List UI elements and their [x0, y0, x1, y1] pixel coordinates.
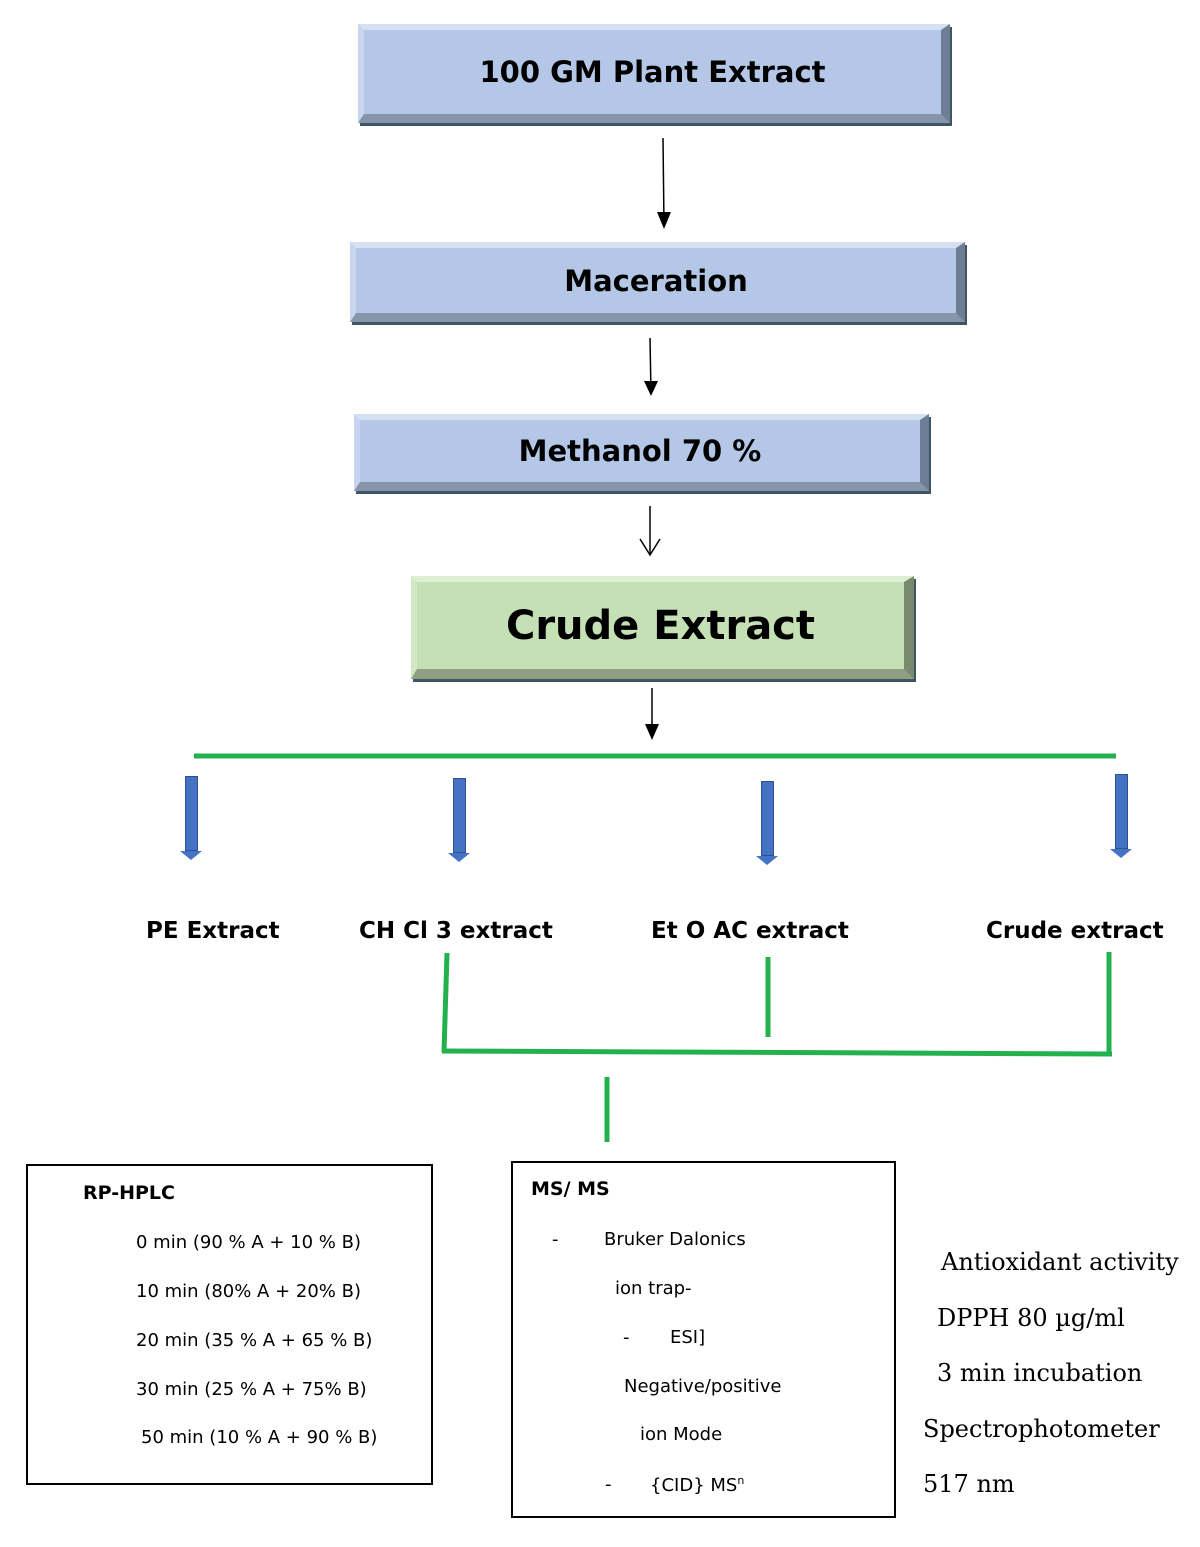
arrow-2-head [644, 381, 658, 396]
maceration-label: Maceration [564, 263, 748, 298]
branch-etoac-extract: Et O AC extract [651, 918, 849, 944]
plant-extract-box: 100 GM Plant Extract [358, 24, 950, 123]
msms-ion-mode: ion Mode [640, 1424, 723, 1445]
green-join-left [441, 952, 450, 1053]
antioxidant-line-1: DPPH 80 µg/ml [937, 1304, 1125, 1332]
msms-bruker: Bruker Dalonics [604, 1229, 746, 1250]
crude-extract-label: Crude Extract [505, 602, 816, 649]
maceration-box: Maceration [350, 242, 965, 322]
antioxidant-line-4: 517 nm [923, 1470, 1015, 1498]
msms-panel: MS/ MS - Bruker Dalonics ion trap- - ESI… [511, 1161, 896, 1518]
methanol-box: Methanol 70 % [354, 414, 929, 491]
arrow-1-head [657, 212, 671, 229]
green-join-bar [441, 1048, 1113, 1057]
msms-cid: {CID} MSn [650, 1474, 744, 1496]
msms-bullet-2: - [623, 1327, 630, 1348]
rp-hplc-title: RP-HPLC [83, 1182, 175, 1204]
msms-esi: ESI] [670, 1327, 706, 1348]
crude-extract-box: Crude Extract [411, 576, 914, 679]
msms-neg-pos: Negative/positive [624, 1376, 782, 1397]
hplc-line-0: 0 min (90 % A + 10 % B) [136, 1232, 361, 1253]
msms-title: MS/ MS [531, 1178, 610, 1200]
antioxidant-line-0: Antioxidant activity [941, 1248, 1179, 1276]
msms-ion-trap: ion trap- [615, 1278, 692, 1299]
msms-bullet-3: - [605, 1474, 612, 1495]
arrow-3-head [639, 538, 661, 557]
msms-cid-text: {CID} MS [650, 1475, 738, 1496]
antioxidant-line-2: 3 min incubation [937, 1359, 1143, 1387]
plant-extract-label: 100 GM Plant Extract [479, 55, 826, 89]
branch-pe-extract: PE Extract [146, 918, 280, 944]
hplc-line-4: 50 min (10 % A + 90 % B) [141, 1427, 378, 1448]
branch-crude-extract: Crude extract [986, 918, 1164, 944]
arrow-1 [662, 137, 665, 227]
arrow-4-head [645, 724, 659, 740]
branch-chcl3-extract: CH Cl 3 extract [359, 918, 553, 944]
msms-cid-sup: n [737, 1474, 745, 1487]
hplc-line-2: 20 min (35 % A + 65 % B) [136, 1330, 373, 1351]
rp-hplc-panel: RP-HPLC 0 min (90 % A + 10 % B) 10 min (… [26, 1164, 433, 1485]
msms-bullet-1: - [552, 1229, 559, 1250]
methanol-label: Methanol 70 % [518, 434, 762, 468]
antioxidant-line-3: Spectrophotometer [923, 1415, 1160, 1443]
hplc-line-1: 10 min (80% A + 20% B) [136, 1281, 361, 1302]
hplc-line-3: 30 min (25 % A + 75% B) [136, 1379, 367, 1400]
